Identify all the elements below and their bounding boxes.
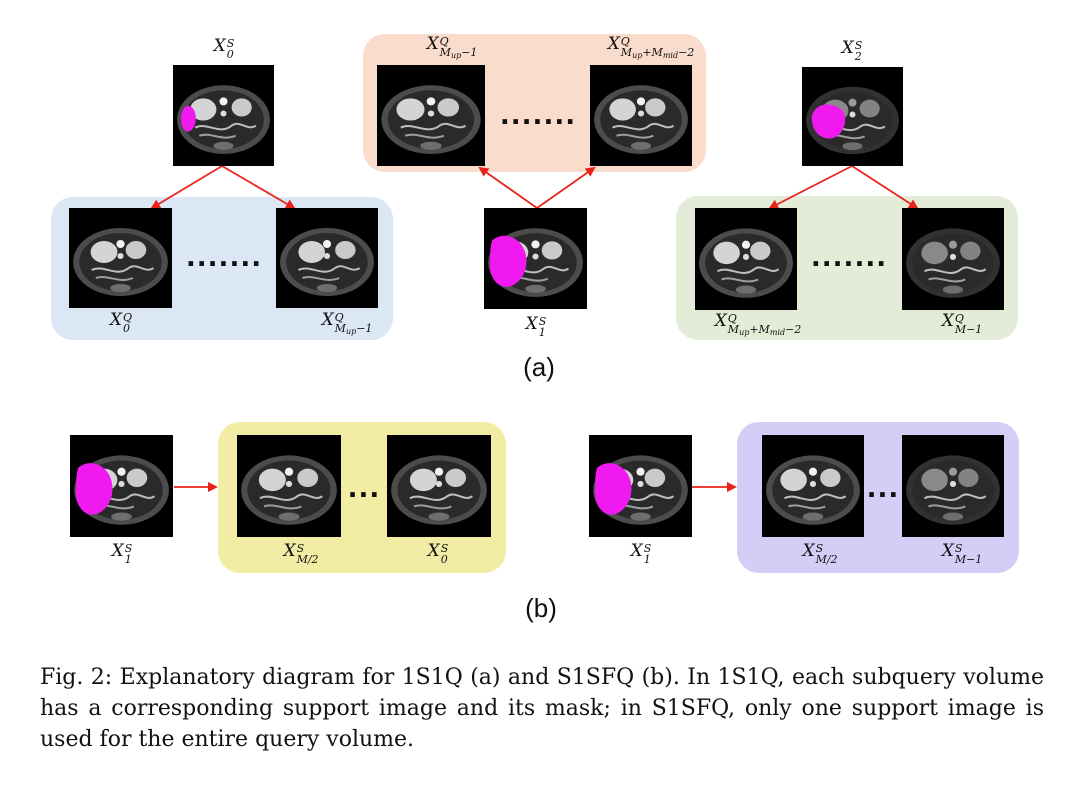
- query-image-purple-left: [762, 435, 864, 537]
- query-image-green-right: [902, 208, 1004, 310]
- support-image-x1s-b-right: [589, 435, 692, 537]
- support-image-x1s-b-left: [70, 435, 173, 537]
- query-image-yellow-left: [237, 435, 341, 537]
- query-image-top-left: [377, 65, 485, 166]
- ellipsis-green: .......: [810, 243, 888, 273]
- query-image-green-left: [695, 208, 797, 310]
- subfigure-label-b: (b): [525, 593, 557, 623]
- query-image-yellow-right: [387, 435, 491, 537]
- support-image-x1s-a: [484, 208, 587, 309]
- ellipsis-blue: .......: [185, 243, 263, 273]
- ellipsis-yellow: ...: [347, 474, 381, 504]
- ellipsis-top: .......: [499, 101, 577, 131]
- query-image-top-right: [590, 65, 692, 166]
- query-image-purple-right: [902, 435, 1004, 537]
- figure-caption: Fig. 2: Explanatory diagram for 1S1Q (a)…: [40, 665, 1044, 752]
- ellipsis-purple: ...: [866, 474, 900, 504]
- support-image-x0s: [173, 65, 274, 166]
- arrow-x1s-to-top-right: [536, 166, 596, 209]
- support-image-x2s: [802, 67, 903, 166]
- query-image-xq-mup: [276, 208, 378, 308]
- arrow-x1s-to-top-left: [478, 166, 538, 209]
- subfigure-label-a: (a): [523, 352, 555, 382]
- query-image-x0q: [69, 208, 172, 308]
